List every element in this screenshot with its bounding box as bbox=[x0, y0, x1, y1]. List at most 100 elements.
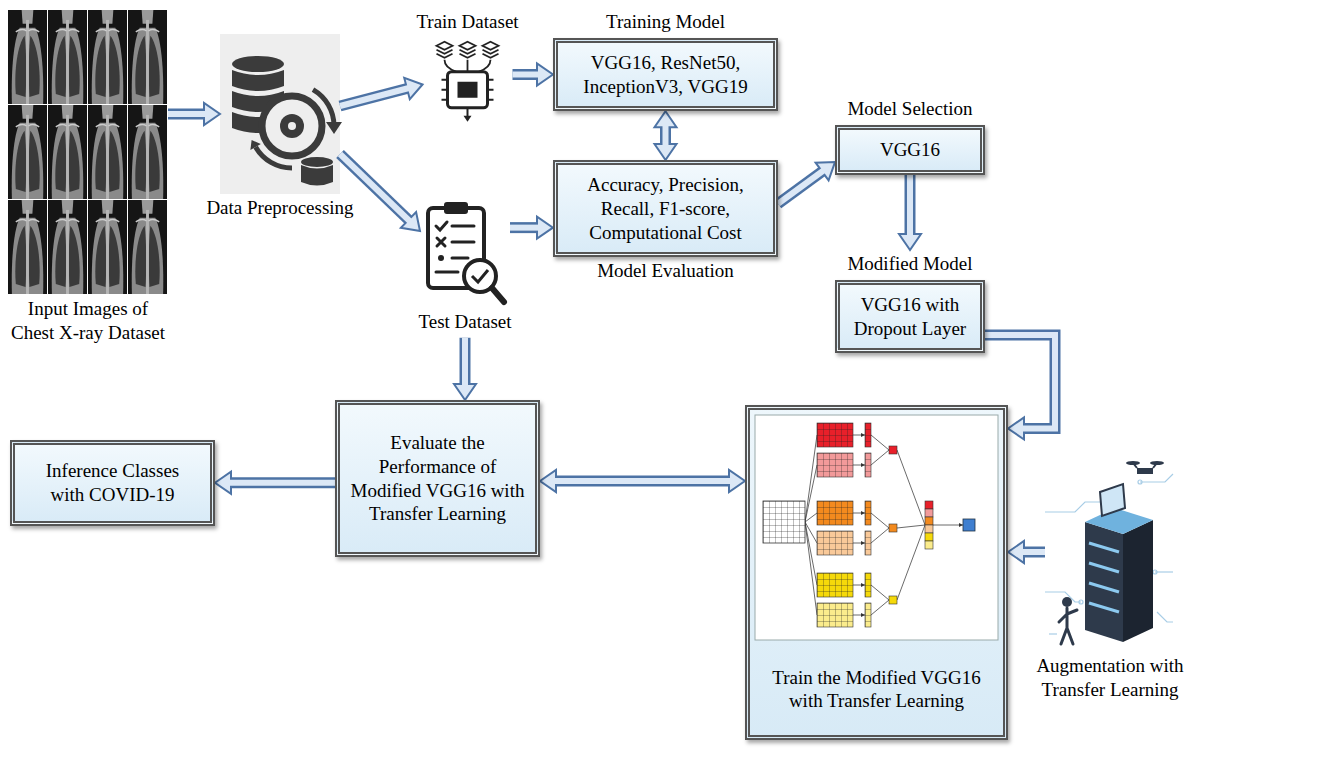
figure-part bbox=[817, 603, 853, 627]
figure-part bbox=[865, 531, 871, 555]
figure-part bbox=[220, 34, 340, 194]
figure-part bbox=[128, 105, 167, 199]
icon-slot bbox=[420, 198, 510, 308]
figure-part bbox=[817, 423, 853, 447]
test-dataset-icon bbox=[428, 202, 504, 302]
figure-part bbox=[865, 573, 871, 597]
process-box: Evaluate the Performance of Modified VGG… bbox=[335, 400, 540, 557]
figure-part bbox=[128, 10, 167, 104]
process-box: Train the Modified VGG16 with Transfer L… bbox=[745, 405, 1008, 740]
node-caption: Augmentation with Transfer Learning bbox=[1015, 654, 1205, 702]
figure-part bbox=[817, 531, 853, 555]
xray-collage bbox=[8, 10, 167, 294]
figure-part bbox=[436, 222, 447, 230]
figure-part bbox=[889, 524, 897, 532]
figure-part bbox=[1126, 461, 1164, 474]
figure-part bbox=[1133, 463, 1157, 468]
figure-part bbox=[444, 202, 468, 214]
figure-part bbox=[301, 157, 333, 186]
figure-part bbox=[472, 270, 488, 282]
figure-part bbox=[452, 241, 474, 244]
figure-part bbox=[1085, 522, 1123, 642]
figure-part bbox=[755, 415, 998, 640]
figure-part bbox=[1085, 508, 1153, 534]
node-caption: Model Selection bbox=[847, 97, 972, 121]
augmentation-icon bbox=[1045, 461, 1173, 644]
figure-part bbox=[48, 105, 87, 199]
figure-part bbox=[853, 435, 963, 615]
figure-part bbox=[1089, 563, 1119, 572]
flow-node: Model SelectionVGG16 bbox=[835, 95, 985, 175]
flow-arrow bbox=[340, 154, 420, 231]
figure-part bbox=[1045, 502, 1105, 512]
figure-part bbox=[865, 423, 871, 447]
node-caption: Test Dataset bbox=[418, 310, 511, 334]
figure-part bbox=[288, 122, 296, 130]
flow-node: Augmentation with Transfer Learning bbox=[1015, 452, 1205, 706]
figure-part bbox=[262, 96, 322, 156]
flow-arrow bbox=[340, 78, 423, 106]
figure-part bbox=[1140, 474, 1173, 482]
figure-part bbox=[464, 116, 472, 122]
node-caption: Modified Model bbox=[847, 252, 972, 276]
figure-part bbox=[925, 541, 933, 549]
figure-part bbox=[963, 519, 975, 531]
figure-part bbox=[326, 122, 342, 134]
figure-part bbox=[865, 501, 871, 525]
figure-part bbox=[436, 271, 458, 274]
figure-part bbox=[817, 501, 853, 525]
flow-arrow bbox=[1008, 541, 1045, 563]
figure-part bbox=[865, 531, 871, 555]
figure-part bbox=[8, 200, 47, 294]
figure-part bbox=[865, 423, 871, 447]
process-box: VGG16, ResNet50, InceptionV3, VGG19 bbox=[553, 38, 778, 112]
icon-slot bbox=[1045, 452, 1175, 652]
figure-part bbox=[853, 465, 865, 466]
figure-part bbox=[458, 82, 478, 98]
process-box: VGG16 bbox=[835, 125, 985, 175]
figure-part bbox=[817, 603, 853, 627]
process-box: Accuracy, Precision, Recall, F1-score, C… bbox=[553, 160, 778, 257]
arrow-fill bbox=[228, 480, 335, 486]
figure-part bbox=[925, 517, 933, 525]
box-label: VGG16 bbox=[880, 138, 940, 162]
figure-part bbox=[88, 10, 127, 104]
figure-part bbox=[8, 105, 47, 199]
figure-part bbox=[871, 435, 889, 615]
figure-part bbox=[865, 501, 871, 525]
figure-part bbox=[1079, 600, 1083, 604]
figure-part bbox=[933, 525, 963, 526]
figure-part bbox=[817, 531, 853, 555]
figure-part bbox=[925, 509, 933, 517]
figure-part bbox=[925, 525, 933, 533]
flow-arrow bbox=[454, 338, 476, 400]
figure-part bbox=[817, 453, 853, 477]
flow-arrow bbox=[215, 472, 335, 494]
figure-part bbox=[865, 603, 871, 627]
node-caption: Training Model bbox=[606, 10, 725, 34]
figure-part bbox=[128, 200, 167, 294]
figure-part bbox=[1137, 468, 1153, 474]
figure-part bbox=[889, 596, 897, 604]
box-label: VGG16, ResNet50, InceptionV3, VGG19 bbox=[566, 51, 765, 99]
figure-part bbox=[853, 585, 865, 586]
box-label: Train the Modified VGG16 with Transfer L… bbox=[758, 666, 995, 714]
figure-part bbox=[1155, 571, 1173, 572]
arrow-fill bbox=[985, 335, 1055, 429]
figure-part bbox=[925, 501, 933, 549]
arrow-fill bbox=[778, 170, 825, 204]
flow-node: Training ModelVGG16, ResNet50, Inception… bbox=[553, 8, 778, 111]
figure-part bbox=[865, 603, 871, 627]
figure-part bbox=[301, 157, 333, 167]
figure-part bbox=[1089, 603, 1119, 612]
box-label: Evaluate the Performance of Modified VGG… bbox=[350, 431, 525, 526]
figure-part bbox=[460, 42, 476, 58]
flow-arrow bbox=[778, 162, 835, 204]
node-caption: Model Evaluation bbox=[597, 259, 734, 283]
figure-part bbox=[817, 501, 853, 525]
figure-part bbox=[448, 72, 488, 108]
figure-part bbox=[313, 90, 334, 126]
figure-part bbox=[8, 10, 47, 104]
preprocessing-icon bbox=[220, 34, 342, 194]
box-label: VGG16 with Dropout Layer bbox=[848, 293, 972, 341]
